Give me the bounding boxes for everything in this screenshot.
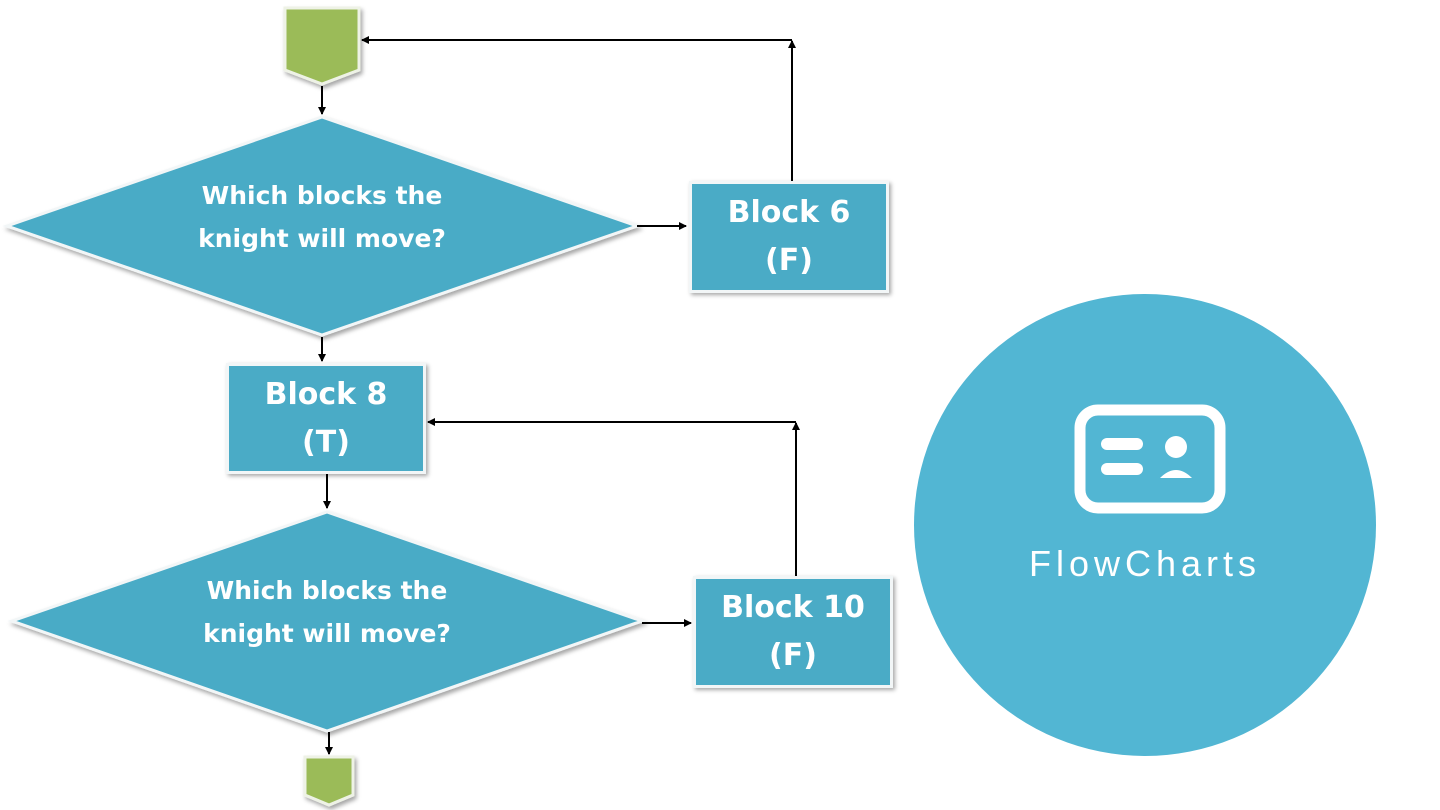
- decision-2-line2: knight will move?: [203, 619, 451, 648]
- block-10-value: (F): [769, 638, 817, 673]
- block-6-value: (F): [765, 243, 813, 278]
- decision-2-text: Which blocks the knight will move?: [177, 569, 477, 655]
- start-connector: [283, 6, 361, 86]
- block-8-name: Block 8: [264, 376, 388, 412]
- decision-1-text: Which blocks the knight will move?: [172, 174, 472, 260]
- decision-diamond-2: [7, 510, 647, 733]
- connectors: [318, 36, 800, 755]
- block-10: Block 10 (F): [693, 576, 893, 688]
- block-8: Block 8 (T): [226, 363, 426, 474]
- block-6: Block 6 (F): [689, 181, 889, 293]
- flowcharts-label: FlowCharts: [1028, 543, 1262, 584]
- decision-2-line1: Which blocks the: [206, 576, 448, 605]
- decision-diamond-1: [2, 115, 642, 337]
- end-connector: [303, 755, 355, 807]
- id-card-icon: [1074, 404, 1226, 514]
- flowcharts-badge: [914, 294, 1376, 756]
- decision-1-line1: Which blocks the: [201, 181, 443, 210]
- block-6-name: Block 6: [727, 195, 851, 230]
- decision-1-line2: knight will move?: [198, 224, 446, 253]
- block-10-name: Block 10: [721, 590, 865, 625]
- block-8-value: (T): [302, 424, 350, 460]
